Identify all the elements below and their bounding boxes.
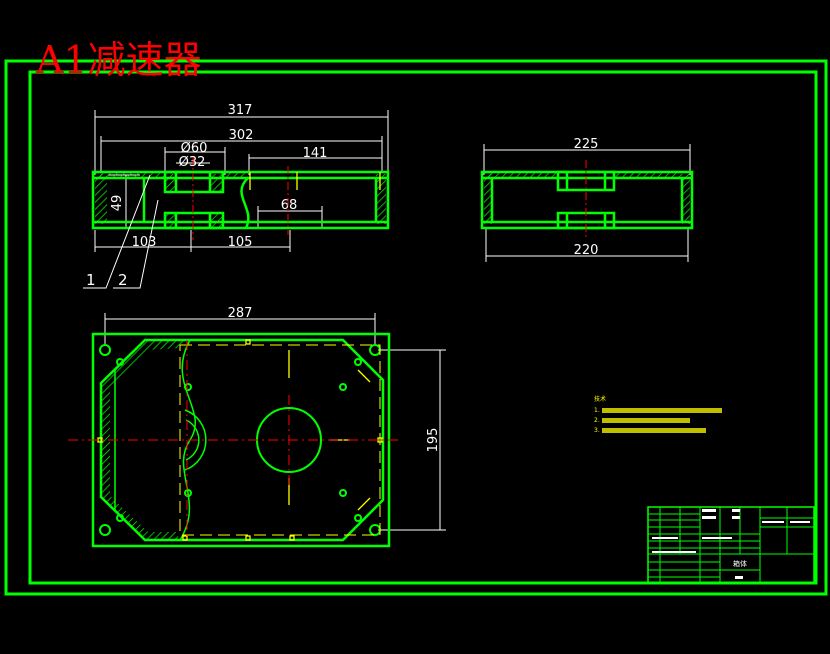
dim-195: 195 [426, 428, 441, 453]
dim-225: 225 [574, 137, 599, 152]
hatch-right-wall [376, 174, 386, 224]
leader-1: 1 [86, 271, 96, 289]
leader-lines [83, 174, 159, 289]
inner-border [28, 70, 818, 585]
dim-105: 105 [228, 235, 253, 250]
side-view: 225 220 [480, 137, 694, 262]
dim-141: 141 [303, 146, 328, 161]
dim-317: 317 [228, 103, 253, 118]
technical-notes: 技术 1. 2. 3. [594, 395, 722, 434]
leader-2: 2 [118, 271, 128, 289]
drawing-title: A1减速器 [35, 38, 202, 82]
dim-bore-32: Ø32 [179, 155, 206, 170]
dim-bore-60: Ø60 [181, 141, 208, 156]
note-2: 2. [594, 417, 600, 424]
dim-49: 49 [110, 195, 125, 212]
top-view-centerlines [192, 157, 289, 240]
outer-border [4, 59, 828, 596]
title-block: 箱体 [647, 506, 815, 584]
top-view: 317 302 Ø60 Ø32 141 68 103 105 49 [83, 103, 390, 289]
plan-view: 287 195 [68, 306, 446, 548]
note-1: 1. [594, 407, 600, 414]
notes-heading: 技术 [594, 395, 606, 403]
hatch-left-wall [95, 174, 107, 224]
dim-220: 220 [574, 243, 599, 258]
dim-287: 287 [228, 306, 253, 321]
dim-103: 103 [132, 235, 157, 250]
top-view-outline [91, 170, 390, 230]
note-3: 3. [594, 427, 600, 434]
top-view-bolts [249, 172, 381, 190]
title-block-name: 箱体 [733, 559, 747, 568]
dim-68: 68 [281, 198, 298, 213]
dim-302: 302 [229, 128, 254, 143]
